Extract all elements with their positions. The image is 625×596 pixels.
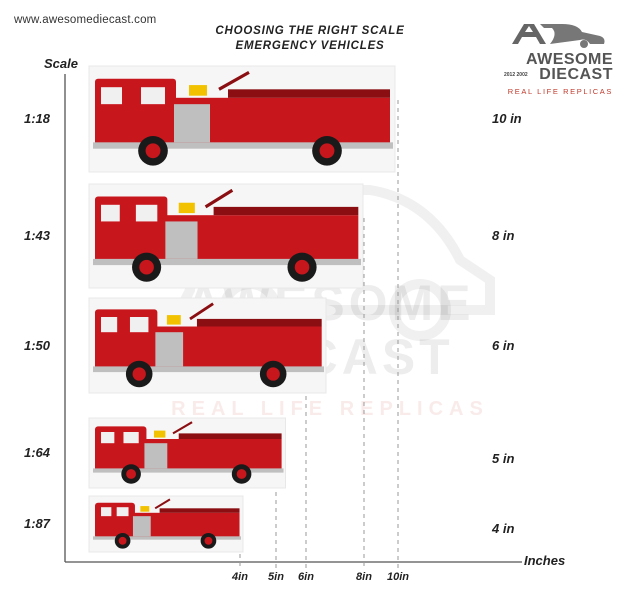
x-axis-title: Inches xyxy=(524,553,566,568)
length-label-1-64: 5 in xyxy=(492,451,515,466)
logo-tagline: REAL LIFE REPLICAS xyxy=(507,87,613,96)
scale-label-1-87: 1:87 xyxy=(24,516,51,531)
scale-label-1-43: 1:43 xyxy=(24,228,51,243)
chart-title: CHOOSING THE RIGHT SCALE xyxy=(215,25,405,37)
scale-label-1-50: 1:50 xyxy=(24,337,51,353)
length-label-1-87: 4 in xyxy=(492,521,515,536)
site-url[interactable]: www.awesomediecast.com xyxy=(14,14,157,26)
chart-subtitle: EMERGENCY VEHICLES xyxy=(235,40,385,52)
length-label-1-50: 6 in xyxy=(492,337,515,353)
scale-label-1-64: 1:64 xyxy=(24,445,51,460)
truck-bar-1-64 xyxy=(88,417,286,489)
truck-bar-1-87 xyxy=(88,495,244,553)
x-tick-label-8: 8in xyxy=(356,571,372,583)
truck-bar-1-18 xyxy=(88,65,396,173)
logo-years: 2012 2002 xyxy=(504,72,528,78)
truck-bar-1-43 xyxy=(88,183,364,289)
y-axis-title: Scale xyxy=(44,56,78,71)
logo-brand-line1: AWESOME xyxy=(525,51,613,68)
x-tick-label-4: 4in xyxy=(232,571,248,583)
brand-logo-icon: 2012 2002 xyxy=(504,24,605,78)
logo-brand-line2: DIECAST xyxy=(539,66,613,83)
x-tick-label-5: 5in xyxy=(268,571,284,583)
length-label-1-43: 8 in xyxy=(492,228,515,243)
x-tick-label-10: 10in xyxy=(386,571,409,583)
x-tick-label-6: 6in xyxy=(298,571,314,583)
length-label-1-18: 10 in xyxy=(492,111,522,126)
truck-bar-1-50 xyxy=(88,297,327,394)
scale-label-1-18: 1:18 xyxy=(24,111,51,126)
